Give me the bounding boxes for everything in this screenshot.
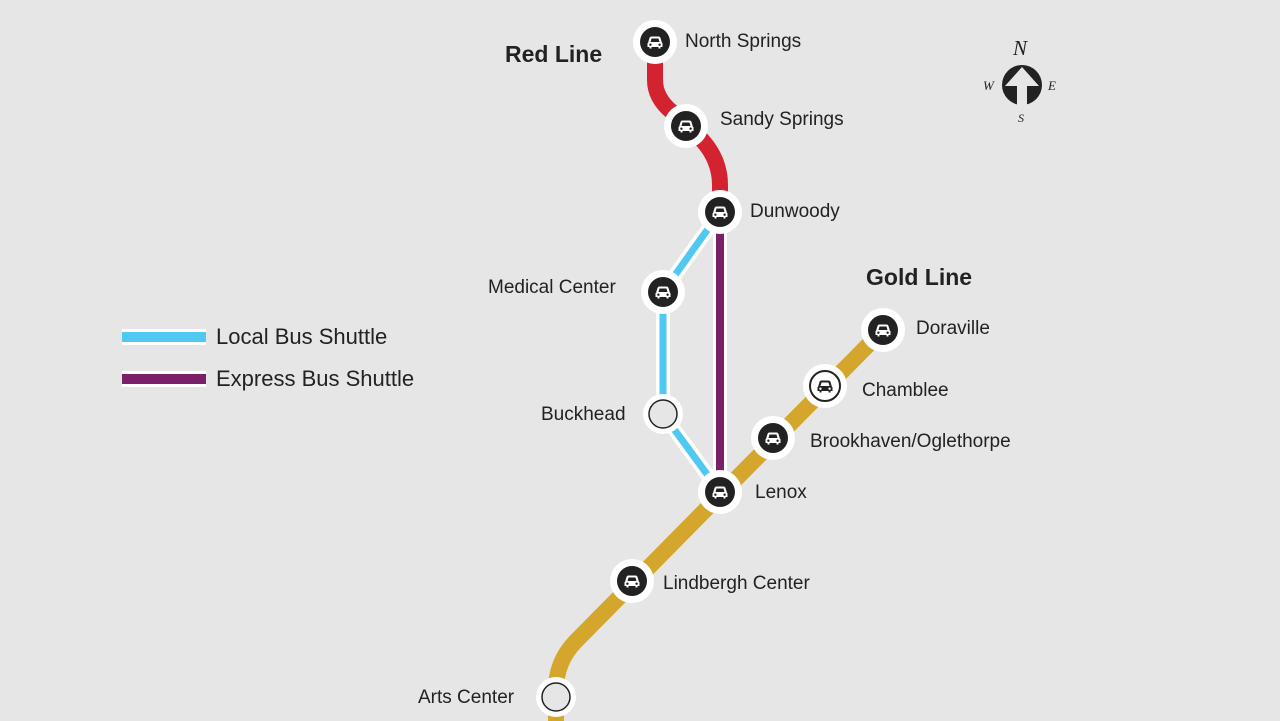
station-lenox[interactable]	[698, 470, 742, 514]
legend-label-local-bus: Local Bus Shuttle	[216, 324, 388, 349]
compass-east: E	[1048, 78, 1056, 93]
car-icon	[678, 120, 694, 133]
compass-north: N	[1013, 36, 1028, 60]
car-icon	[655, 286, 671, 299]
station-label-lindbergh-center[interactable]: Lindbergh Center	[663, 573, 810, 594]
station-brookhaven-oglethorpe[interactable]	[751, 416, 795, 460]
station-chamblee[interactable]	[803, 364, 847, 408]
legend-label-express-bus: Express Bus Shuttle	[216, 366, 415, 391]
car-icon	[647, 36, 663, 49]
red-line-title: Red Line	[505, 41, 603, 67]
legend-item-express-bus: Express Bus Shuttle	[122, 366, 414, 392]
station-arts-center[interactable]	[536, 677, 576, 717]
station-dunwoody[interactable]	[698, 190, 742, 234]
station-label-buckhead[interactable]: Buckhead	[541, 404, 626, 425]
legend-swatch-express-bus	[122, 371, 206, 387]
car-icon	[712, 486, 728, 499]
station-label-medical-center[interactable]: Medical Center	[488, 277, 616, 298]
station-label-dunwoody[interactable]: Dunwoody	[750, 201, 840, 222]
station-medical-center[interactable]	[641, 270, 685, 314]
station-lindbergh-center[interactable]	[610, 559, 654, 603]
station-sandy-springs[interactable]	[664, 104, 708, 148]
compass-south: S	[1018, 111, 1024, 125]
compass-icon	[1002, 65, 1042, 106]
station-label-arts-center[interactable]: Arts Center	[418, 687, 515, 708]
station-north-springs[interactable]	[633, 20, 677, 64]
station-label-lenox[interactable]: Lenox	[755, 482, 807, 503]
compass-west: W	[983, 78, 994, 93]
car-icon	[624, 575, 640, 588]
legend-swatch-local-bus	[122, 329, 206, 345]
gold-line-title: Gold Line	[866, 264, 973, 290]
car-icon	[712, 206, 728, 219]
legend-item-local-bus: Local Bus Shuttle	[122, 324, 387, 350]
car-icon	[765, 432, 781, 445]
station-label-chamblee[interactable]: Chamblee	[862, 380, 949, 401]
station-buckhead[interactable]	[643, 394, 683, 434]
station-doraville[interactable]	[861, 308, 905, 352]
car-icon	[875, 324, 891, 337]
station-label-brookhaven-oglethorpe[interactable]: Brookhaven/Oglethorpe	[810, 431, 1011, 452]
station-label-sandy-springs[interactable]: Sandy Springs	[720, 109, 844, 130]
car-outline-icon	[817, 380, 833, 393]
station-label-north-springs[interactable]: North Springs	[685, 31, 802, 52]
station-label-doraville[interactable]: Doraville	[916, 318, 990, 339]
